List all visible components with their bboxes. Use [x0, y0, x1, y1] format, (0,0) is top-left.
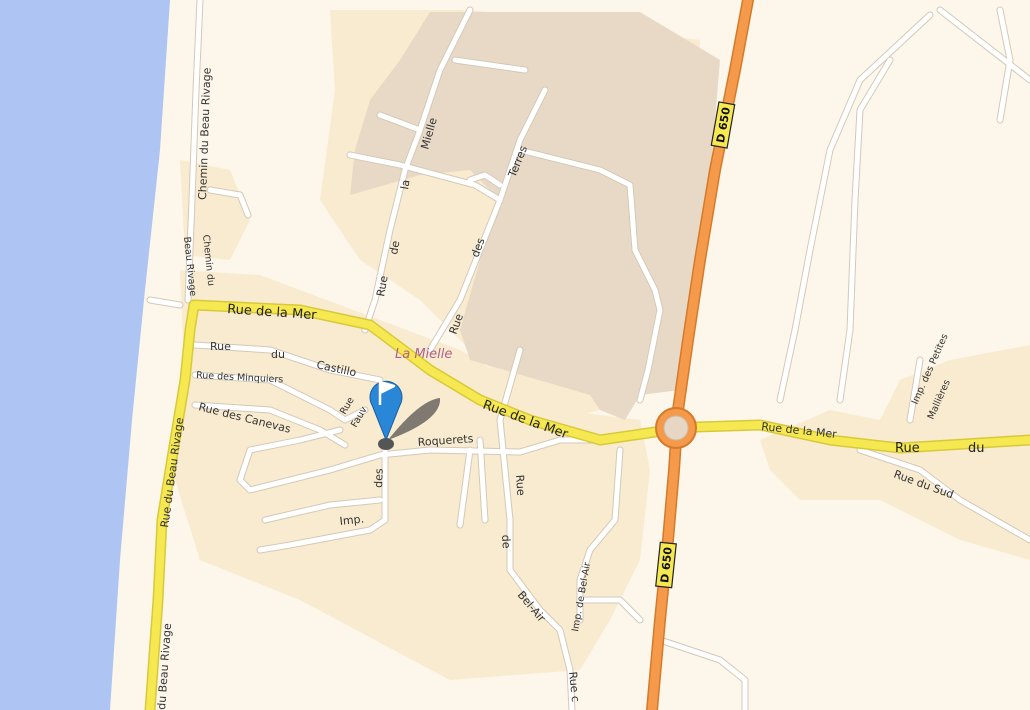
label-minquiers: Rue des Minquiers	[196, 370, 284, 386]
label-chemin-beau-rivage: Chemin du Beau Rivage	[196, 67, 214, 200]
route-shield-d650-bottom: D 650	[655, 541, 677, 589]
label-castillo-a: Rue	[210, 340, 231, 353]
label-castillo-b: du	[271, 348, 285, 361]
sea	[0, 0, 170, 710]
marker-flag	[378, 380, 396, 405]
label-rue-mer-west: Rue de la Mer	[227, 302, 318, 323]
place-label-la-mielle: La Mielle	[395, 347, 452, 362]
marker-shadow	[388, 398, 441, 440]
label-chemin-du: Chemin du	[200, 234, 216, 286]
label-bel-air-a: Rue	[513, 474, 527, 496]
label-mielle-c: la	[398, 179, 413, 191]
marker-body	[369, 380, 403, 442]
major-roads	[146, 301, 1030, 710]
label-terres-b: des	[469, 236, 488, 259]
label-rue-du-east-a: Rue	[895, 441, 920, 456]
label-rue-c-bottom: Rue c	[566, 671, 582, 703]
label-roquerets-a: des	[372, 468, 386, 488]
minor-roads	[147, 0, 1030, 710]
route-shield-d650-bottom-label: D 650	[658, 546, 675, 583]
label-du-beau-rivage: du Beau Rivage	[155, 623, 174, 710]
marker-base	[378, 438, 394, 450]
flag-pin-icon[interactable]	[369, 380, 441, 450]
label-mielle-a: Rue	[374, 274, 390, 297]
route-shield-d650-top: D 650	[710, 101, 736, 149]
roundabout	[655, 407, 697, 449]
industrial-area	[350, 12, 720, 420]
label-bel-air-b: de	[499, 534, 513, 549]
label-imp: Imp.	[339, 512, 365, 527]
route-shield-d650-top-label: D 650	[714, 106, 733, 144]
label-roquerets-b: Roquerets	[417, 432, 474, 449]
label-mielle-b: de	[387, 239, 402, 255]
label-rue-du-east-b: du	[968, 441, 985, 456]
